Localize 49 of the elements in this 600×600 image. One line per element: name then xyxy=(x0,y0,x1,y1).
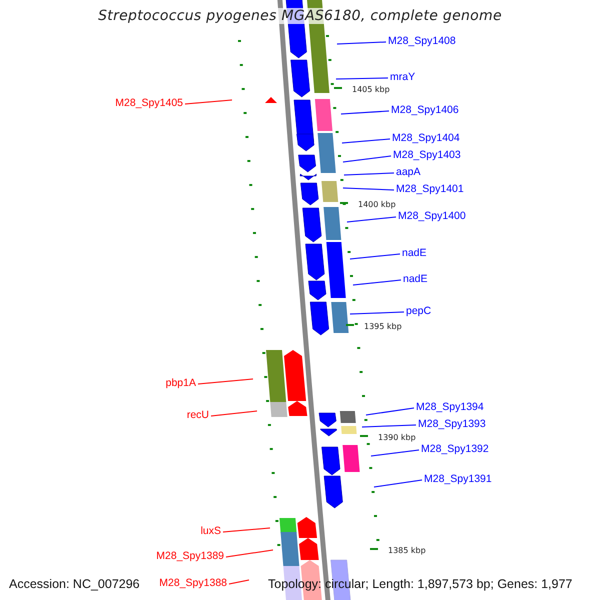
gene-label: pepC xyxy=(406,305,432,317)
gene-label: M28_Spy1408 xyxy=(388,35,456,47)
leader-line xyxy=(184,100,232,104)
leader-line xyxy=(346,216,396,222)
gene-label: nadE xyxy=(402,247,427,259)
gene-label: M28_Spy1406 xyxy=(391,104,459,116)
leader-line xyxy=(336,42,386,44)
topology-text: Topology: circular; Length: 1,897,573 bp; Genes: 1,977 xyxy=(268,576,572,592)
leader-line xyxy=(210,410,258,416)
position-label: 1385 kbp xyxy=(388,546,426,556)
leader-line xyxy=(342,138,390,144)
gene-label: M28_Spy1394 xyxy=(416,401,484,413)
position-label: 1395 kbp xyxy=(364,322,402,332)
gene-label: M28_Spy1393 xyxy=(418,418,486,430)
gene-label: M28_Spy1388 xyxy=(159,577,227,589)
leader-line xyxy=(344,172,394,176)
leader-line xyxy=(352,280,402,286)
gene-label: pbp1A xyxy=(166,377,196,389)
position-label: 1405 kbp xyxy=(352,85,390,95)
gene-label: M28_Spy1391 xyxy=(424,473,492,485)
leader-line xyxy=(222,528,270,532)
gene-label: nadE xyxy=(403,273,428,285)
gene-label: M28_Spy1404 xyxy=(392,132,460,144)
leader-line xyxy=(350,312,404,314)
gene-label: M28_Spy1403 xyxy=(393,149,461,161)
leader-line xyxy=(336,78,388,80)
gene-label: aapA xyxy=(396,166,421,178)
accession-text: Accession: NC_007296 xyxy=(9,576,140,592)
leader-line xyxy=(198,378,254,384)
gene-label: M28_Spy1389 xyxy=(156,550,224,562)
leader-line xyxy=(366,408,414,416)
leader-line xyxy=(362,424,416,428)
gene-label: recU xyxy=(186,409,209,421)
gene-label: M28_Spy1405 xyxy=(115,97,183,109)
gene-label: M28_Spy1401 xyxy=(396,183,464,195)
leader-line xyxy=(342,156,392,162)
gene-label: luxS xyxy=(200,525,221,537)
position-label: 1400 kbp xyxy=(358,200,396,210)
leader-line xyxy=(374,480,422,488)
gene-label: M28_Spy1400 xyxy=(398,210,466,222)
leader-line xyxy=(350,254,400,260)
gene-label: mraY xyxy=(390,71,416,83)
position-label: 1390 kbp xyxy=(378,433,416,443)
leader-line xyxy=(370,450,420,456)
leader-line xyxy=(226,550,274,558)
leader-line xyxy=(340,110,390,114)
gene-label: M28_Spy1392 xyxy=(421,443,489,455)
leader-line xyxy=(228,580,250,584)
leader-line xyxy=(342,188,394,190)
